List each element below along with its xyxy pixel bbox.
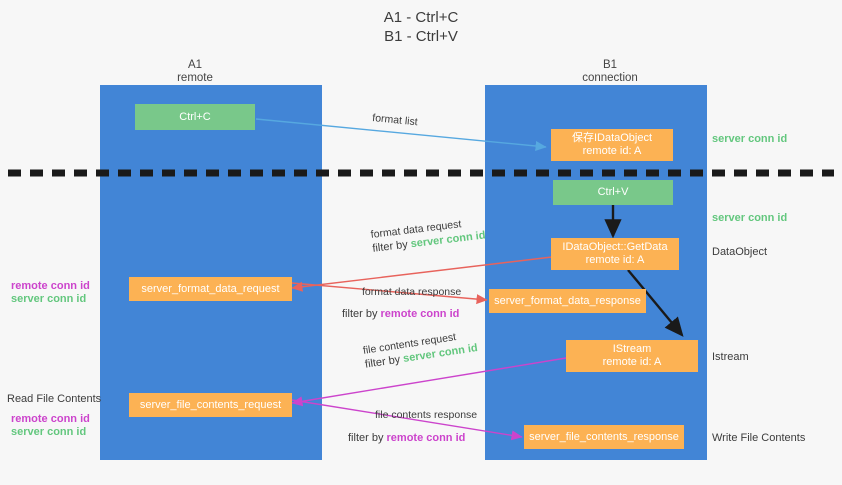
left-label-read-file-contents: Read File Contents xyxy=(7,393,102,405)
node-server-format-data-response-label: server_format_data_response xyxy=(494,294,641,307)
right-label-server-conn-id-top: server conn id xyxy=(712,133,788,145)
node-save-idataobject-line-2: remote id: A xyxy=(582,145,642,157)
edge-file-contents-response-filter: filter by remote conn id xyxy=(348,431,477,445)
node-idataobject-getdata-line-1: IDataObject::GetData xyxy=(562,241,668,253)
title-line-1: A1 - Ctrl+C xyxy=(383,9,459,26)
left-label-remote-conn-id-1: remote conn id xyxy=(11,280,90,292)
edge-label-format-list: format list xyxy=(372,111,419,129)
column-header-a1: A1 remote xyxy=(135,59,255,85)
node-ctrl-v-label: Ctrl+V xyxy=(597,186,629,198)
column-b1-sub: connection xyxy=(582,72,638,84)
right-label-server-conn-id-mid: server conn id xyxy=(712,212,788,224)
node-server-file-contents-response[interactable]: server_file_contents_response xyxy=(524,425,684,449)
node-istream-line-2: remote id: A xyxy=(602,356,662,368)
left-label-server-conn-id-1: server conn id xyxy=(11,293,87,305)
title-line-2: B1 - Ctrl+V xyxy=(384,28,458,45)
column-b1-name: B1 xyxy=(602,59,618,71)
node-istream-line-1: IStream xyxy=(612,343,652,355)
edge-label-file-contents-request: file contents request filter by server c… xyxy=(362,327,479,372)
left-label-remote-conn-id-2: remote conn id xyxy=(11,413,90,425)
edge-format-data-response-filter: filter by remote conn id xyxy=(342,307,461,321)
node-save-idataobject-line-1: 保存IDataObject xyxy=(571,132,653,144)
node-server-format-data-response[interactable]: server_format_data_response xyxy=(489,289,646,313)
filter-key-remote-conn-id: remote conn id xyxy=(386,432,466,444)
node-server-format-data-request[interactable]: server_format_data_request xyxy=(129,277,292,301)
node-save-idataobject[interactable]: 保存IDataObject remote id: A xyxy=(551,129,673,161)
edge-label-file-contents-response: file contents response filter by remote … xyxy=(348,408,478,445)
column-a1-name: A1 xyxy=(187,59,203,71)
filter-prefix: filter by xyxy=(371,238,412,255)
page-title: A1 - Ctrl+C B1 - Ctrl+V xyxy=(0,8,842,46)
node-ctrl-v[interactable]: Ctrl+V xyxy=(553,180,673,205)
edge-file-contents-response-title: file contents response xyxy=(375,409,478,421)
edge-label-format-data-response: format data response filter by remote co… xyxy=(342,285,462,321)
node-istream[interactable]: IStream remote id: A xyxy=(566,340,698,372)
column-a1-sub: remote xyxy=(177,72,213,84)
column-header-b1: B1 connection xyxy=(545,59,675,85)
node-ctrl-c-label: Ctrl+C xyxy=(179,110,211,123)
filter-key-remote-conn-id: remote conn id xyxy=(380,308,460,320)
node-idataobject-getdata-line-2: remote id: A xyxy=(585,254,645,266)
edge-format-data-response-title: format data response xyxy=(362,286,462,298)
edge-label-format-list-text: format list xyxy=(371,111,419,129)
right-label-write-file-contents: Write File Contents xyxy=(712,432,806,444)
left-label-server-conn-id-2: server conn id xyxy=(11,426,87,438)
node-server-file-contents-request-label: server_file_contents_request xyxy=(139,398,282,411)
filter-prefix: filter by xyxy=(348,432,387,444)
edge-label-format-data-request: format data request filter by server con… xyxy=(370,215,486,256)
node-server-format-data-request-label: server_format_data_request xyxy=(141,282,280,295)
right-label-dataobject: DataObject xyxy=(712,246,768,258)
filter-prefix: filter by xyxy=(342,308,381,320)
node-ctrl-c[interactable]: Ctrl+C xyxy=(135,104,255,130)
node-server-file-contents-request[interactable]: server_file_contents_request xyxy=(129,393,292,417)
node-server-file-contents-response-label: server_file_contents_response xyxy=(529,430,679,443)
right-label-istream: Istream xyxy=(712,351,749,363)
node-idataobject-getdata[interactable]: IDataObject::GetData remote id: A xyxy=(551,238,679,270)
